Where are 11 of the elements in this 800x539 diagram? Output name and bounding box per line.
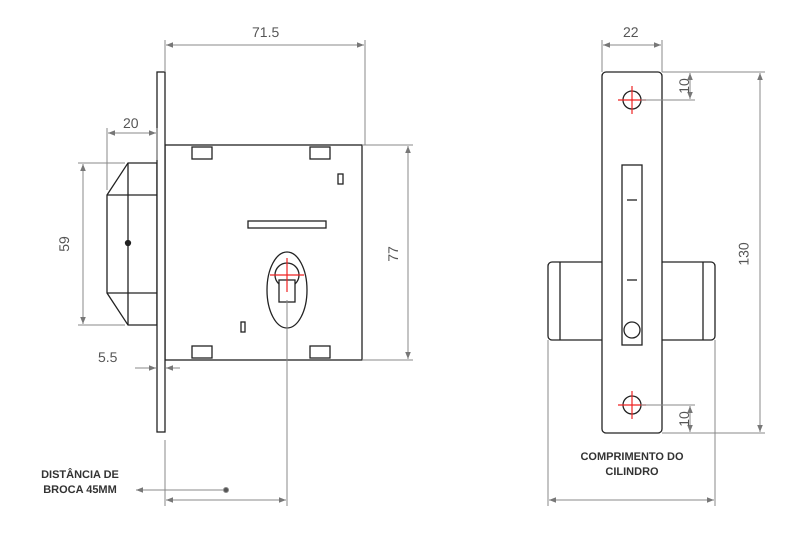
dimension-label: 20 (123, 115, 139, 131)
note-text: DISTÂNCIA DE BROCA 45MM (40, 468, 120, 498)
note-text: COMPRIMENTO DO CILINDRO (580, 450, 684, 480)
dimension-label: 10 (676, 411, 692, 427)
dimension-label: 59 (56, 236, 72, 252)
dimension-label: 77 (384, 246, 401, 262)
dimension-label: 130 (736, 242, 752, 266)
dimension-label: 10 (676, 78, 692, 94)
dimension-label: 71.5 (252, 24, 280, 40)
dimension-label: 5.5 (98, 349, 118, 365)
dimension-label: 22 (623, 24, 639, 40)
